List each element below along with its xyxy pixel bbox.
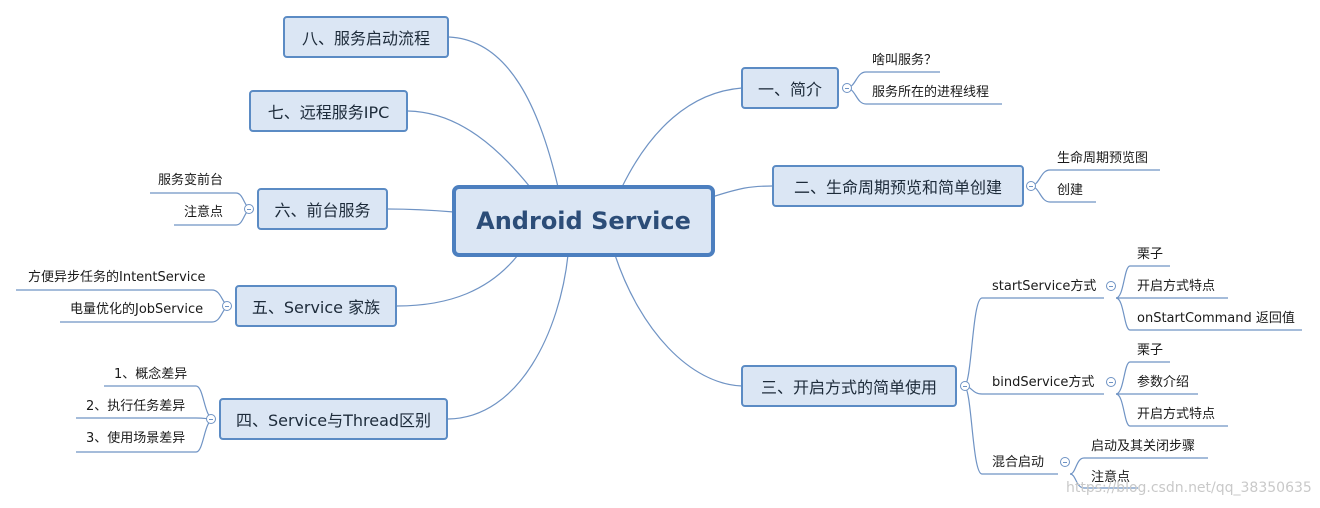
branch-intro[interactable]: 一、简介 [741,67,839,109]
watermark: https://blog.csdn.net/qq_38350635 [1066,480,1312,496]
branch-start-methods[interactable]: 三、开启方式的简单使用 [741,365,957,407]
sub-start-service[interactable]: startService方式 [992,279,1097,294]
leaf-onstartcommand-return[interactable]: onStartCommand 返回值 [1137,311,1295,326]
leaf-service-process-thread[interactable]: 服务所在的进程线程 [872,85,990,100]
collapse-toggle-icon[interactable] [842,83,852,93]
collapse-toggle-icon[interactable] [1106,377,1116,387]
leaf-start-example[interactable]: 栗子 [1137,247,1164,262]
collapse-toggle-icon[interactable] [206,414,216,424]
collapse-toggle-icon[interactable] [222,301,232,311]
collapse-toggle-icon[interactable] [1106,281,1116,291]
leaf-make-foreground[interactable]: 服务变前台 [158,173,224,188]
branch-remote-ipc[interactable]: 七、远程服务IPC [249,90,408,132]
leaf-bind-features[interactable]: 开启方式特点 [1137,407,1216,422]
leaf-jobservice[interactable]: 电量优化的JobService [70,302,204,317]
leaf-foreground-notes[interactable]: 注意点 [184,205,224,220]
leaf-start-features[interactable]: 开启方式特点 [1137,279,1216,294]
collapse-toggle-icon[interactable] [1026,181,1036,191]
root-topic[interactable]: Android Service [452,185,715,257]
leaf-what-is-service[interactable]: 啥叫服务？ [872,53,938,68]
leaf-create[interactable]: 创建 [1057,183,1084,198]
leaf-lifecycle-diagram[interactable]: 生命周期预览图 [1057,151,1149,166]
leaf-intentservice[interactable]: 方便异步任务的IntentService [28,270,206,285]
branch-service-family[interactable]: 五、Service 家族 [235,285,397,327]
leaf-bind-params[interactable]: 参数介绍 [1137,375,1190,390]
leaf-mixed-steps[interactable]: 启动及其关闭步骤 [1091,439,1196,454]
leaf-task-diff[interactable]: 2、执行任务差异 [86,399,186,414]
branch-service-vs-thread[interactable]: 四、Service与Thread区别 [219,398,448,440]
sub-bind-service[interactable]: bindService方式 [992,375,1095,390]
branch-lifecycle[interactable]: 二、生命周期预览和简单创建 [772,165,1024,207]
leaf-scenario-diff[interactable]: 3、使用场景差异 [86,431,186,446]
branch-foreground[interactable]: 六、前台服务 [257,188,388,230]
branch-start-flow[interactable]: 八、服务启动流程 [283,16,449,58]
collapse-toggle-icon[interactable] [960,381,970,391]
leaf-concept-diff[interactable]: 1、概念差异 [114,367,188,382]
leaf-mixed-notes[interactable]: 注意点 [1091,470,1131,485]
sub-mixed-start[interactable]: 混合启动 [992,455,1045,470]
collapse-toggle-icon[interactable] [244,204,254,214]
leaf-bind-example[interactable]: 栗子 [1137,343,1164,358]
collapse-toggle-icon[interactable] [1060,457,1070,467]
